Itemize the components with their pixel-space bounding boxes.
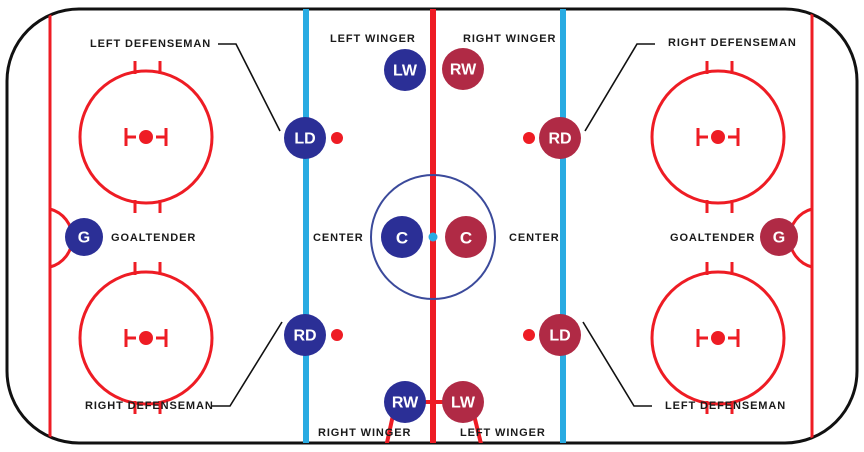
faceoff-dot bbox=[139, 130, 153, 144]
token-label: RW bbox=[450, 62, 477, 79]
token-circle[interactable] bbox=[65, 218, 103, 256]
token-circle[interactable] bbox=[284, 314, 326, 356]
player-token-lw-bottom[interactable]: LW bbox=[442, 381, 484, 423]
token-circle[interactable] bbox=[539, 117, 581, 159]
label-left-defenseman-bottom: LEFT DEFENSEMAN bbox=[665, 400, 786, 412]
token-circle[interactable] bbox=[384, 381, 426, 423]
token-label: G bbox=[773, 230, 785, 247]
player-token-rw-top[interactable]: RW bbox=[442, 48, 484, 90]
player-token-rd-right[interactable]: RD bbox=[539, 117, 581, 159]
player-token-center-right[interactable]: C bbox=[445, 216, 487, 258]
leader-right-defenseman-top bbox=[584, 43, 655, 132]
winger-connector-right-tail bbox=[472, 414, 485, 443]
neutral-dot-top-right bbox=[523, 132, 535, 144]
token-label: LD bbox=[549, 328, 570, 345]
label-center-right: CENTER bbox=[509, 232, 560, 244]
position-labels: LEFT DEFENSEMAN LEFT WINGER RIGHT WINGER… bbox=[85, 33, 797, 439]
label-right-winger-bottom: RIGHT WINGER bbox=[318, 427, 411, 439]
player-token-lw-top[interactable]: LW bbox=[384, 49, 426, 91]
label-right-defenseman-bottom: RIGHT DEFENSEMAN bbox=[85, 400, 214, 412]
winger-connector-left-tail bbox=[383, 414, 395, 443]
label-left-winger-top: LEFT WINGER bbox=[330, 33, 416, 45]
label-goaltender-right: GOALTENDER bbox=[670, 232, 755, 244]
player-token-ld-left[interactable]: LD bbox=[284, 117, 326, 159]
token-circle[interactable] bbox=[442, 381, 484, 423]
faceoff-dot bbox=[711, 130, 725, 144]
neutral-dot-bottom-right bbox=[523, 329, 535, 341]
faceoff-dot bbox=[711, 331, 725, 345]
center-faceoff-circle bbox=[370, 174, 496, 300]
token-circle[interactable] bbox=[760, 218, 798, 256]
label-right-defenseman-top: RIGHT DEFENSEMAN bbox=[668, 37, 797, 49]
faceoff-circle-bottom-left bbox=[78, 262, 214, 414]
leader-lines bbox=[212, 43, 655, 407]
token-circle[interactable] bbox=[384, 49, 426, 91]
token-label: LW bbox=[451, 395, 476, 412]
token-circle[interactable] bbox=[381, 216, 423, 258]
faceoff-circle-top-left bbox=[78, 61, 214, 213]
token-circle[interactable] bbox=[539, 314, 581, 356]
player-token-center-left[interactable]: C bbox=[381, 216, 423, 258]
player-token-goaltender-right[interactable]: G bbox=[760, 218, 798, 256]
player-tokens: LW RW LD RD G C bbox=[65, 48, 798, 423]
player-token-rw-bottom[interactable]: RW bbox=[384, 381, 426, 423]
token-circle[interactable] bbox=[445, 216, 487, 258]
label-center-left: CENTER bbox=[313, 232, 364, 244]
leader-left-defenseman-top bbox=[218, 43, 281, 132]
token-label: LD bbox=[294, 131, 315, 148]
label-left-defenseman-top: LEFT DEFENSEMAN bbox=[90, 38, 211, 50]
faceoff-dot bbox=[139, 331, 153, 345]
token-label: C bbox=[460, 229, 472, 248]
leader-right-defenseman-bottom bbox=[212, 321, 283, 407]
label-left-winger-bottom: LEFT WINGER bbox=[460, 427, 546, 439]
faceoff-circle-top-right bbox=[650, 61, 786, 213]
label-right-winger-top: RIGHT WINGER bbox=[463, 33, 556, 45]
player-token-ld-right[interactable]: LD bbox=[539, 314, 581, 356]
token-label: RD bbox=[548, 131, 571, 148]
faceoff-circle-bottom-right bbox=[650, 262, 786, 414]
token-label: G bbox=[78, 230, 90, 247]
label-goaltender-left: GOALTENDER bbox=[111, 232, 196, 244]
player-token-goaltender-left[interactable]: G bbox=[65, 218, 103, 256]
token-label: LW bbox=[393, 63, 418, 80]
token-label: C bbox=[396, 229, 408, 248]
token-label: RD bbox=[293, 328, 316, 345]
leader-left-defenseman-bottom bbox=[582, 321, 652, 407]
token-circle[interactable] bbox=[442, 48, 484, 90]
token-label: RW bbox=[392, 395, 419, 412]
neutral-dot-bottom-left bbox=[331, 329, 343, 341]
token-circle[interactable] bbox=[284, 117, 326, 159]
center-faceoff-dot bbox=[428, 232, 438, 242]
player-token-rd-left[interactable]: RD bbox=[284, 314, 326, 356]
neutral-dot-top-left bbox=[331, 132, 343, 144]
